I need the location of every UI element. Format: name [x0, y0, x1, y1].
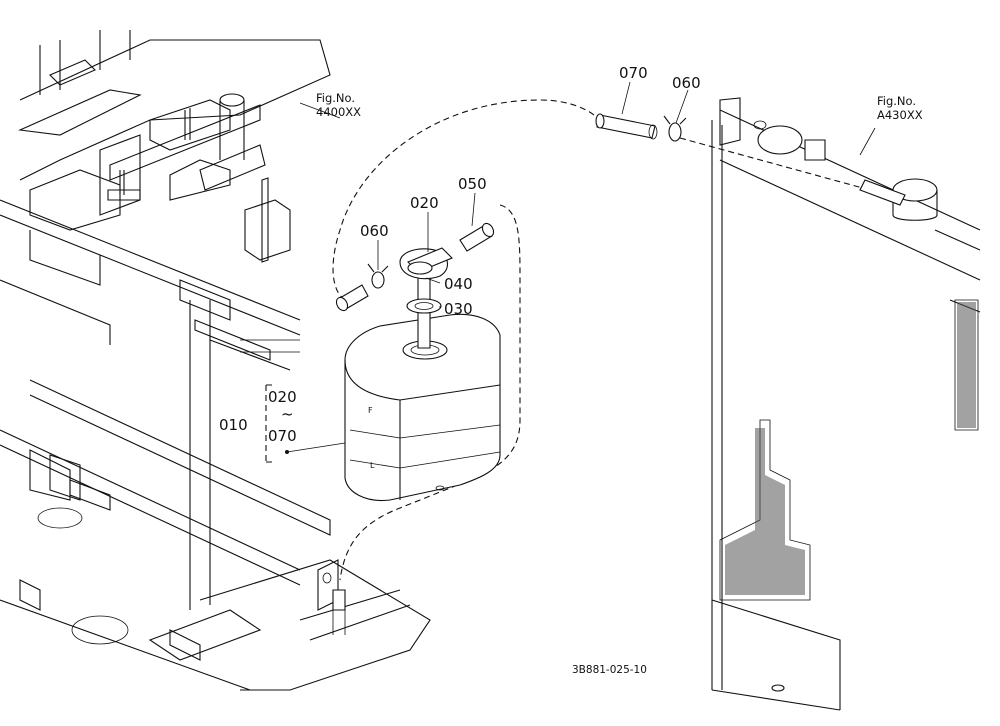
clip-060-top [663, 115, 687, 142]
part-label-060-left: 060 [360, 222, 389, 240]
tank-low-mark: L [370, 461, 375, 470]
hose-left [335, 284, 369, 312]
assembly-range-to: 070 [268, 427, 297, 445]
clip-060-left [367, 263, 389, 289]
svg-text:Fig.No.: Fig.No. [877, 94, 916, 108]
part-label-040: 040 [444, 275, 473, 293]
radiator-core [719, 299, 979, 601]
assembly-range-from: 020 [268, 388, 297, 406]
part-label-030: 030 [444, 300, 473, 318]
reference-label-4400: Fig.No. 4400XX [316, 91, 361, 119]
tank-full-mark: F [368, 406, 373, 415]
leader-hose-to-top [332, 99, 601, 301]
assembly-label: 010 020 ~ 070 [219, 388, 297, 445]
hose-070 [595, 113, 658, 140]
leader-tank-to-bottom [339, 204, 521, 581]
part-label-050: 050 [458, 175, 487, 193]
part-label-060-top: 060 [672, 74, 701, 92]
machine-frame [0, 30, 431, 691]
assembly-number: 010 [219, 416, 248, 434]
svg-text:A430XX: A430XX [877, 108, 923, 122]
reference-leaders [285, 81, 876, 454]
radiator [711, 97, 981, 711]
assembly-range-sep: ~ [281, 405, 294, 423]
hose-050 [459, 222, 495, 252]
cap-assembly [399, 247, 453, 349]
svg-text:Fig.No.: Fig.No. [316, 91, 355, 105]
part-label-070: 070 [619, 64, 648, 82]
reserve-tank: F L [344, 313, 501, 502]
part-label-020: 020 [410, 194, 439, 212]
svg-text:4400XX: 4400XX [316, 105, 361, 119]
reference-label-a430: Fig.No. A430XX [877, 94, 923, 122]
drawing-code: 3B881-025-10 [572, 664, 647, 676]
